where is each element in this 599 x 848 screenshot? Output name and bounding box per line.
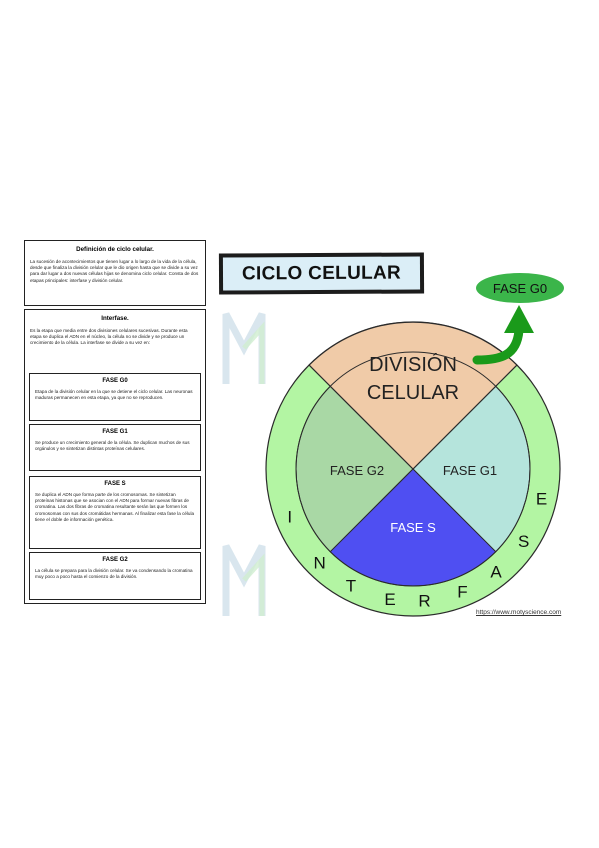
phase-g1-title: FASE G1 xyxy=(102,429,128,435)
interfase-letter: I xyxy=(287,507,292,526)
interfase-letter: R xyxy=(418,592,430,611)
interphase-title: Interfase. xyxy=(101,315,129,322)
arrow-head-icon xyxy=(504,305,534,333)
division-label-line2: CELULAR xyxy=(367,382,459,404)
phase-g0-title: FASE G0 xyxy=(102,378,128,384)
definition-box: Definición de ciclo celular. La sucesión… xyxy=(24,240,206,306)
interfase-letters: I N T E R F AS E xyxy=(287,490,547,611)
source-url: https://www.motyscience.com xyxy=(476,609,562,616)
phase-s-text: Se duplica el ADN que forma parte de los… xyxy=(35,492,195,522)
phase-s-title: FASE S xyxy=(104,481,126,487)
s-label: FASE S xyxy=(390,520,436,535)
interfase-letter: T xyxy=(346,577,356,596)
sector-division xyxy=(308,321,518,470)
phase-g1-text: Se produce un crecimiento general de la … xyxy=(35,440,190,452)
interfase-letter: E xyxy=(384,590,395,609)
phase-g2-text: La célula se prepara para la división ce… xyxy=(35,568,193,580)
phase-g2-title: FASE G2 xyxy=(102,557,128,563)
interfase-letter: S xyxy=(518,532,529,551)
inner-circle-outline xyxy=(295,351,531,587)
phase-box-g2: FASE G2 La célula se prepara para la div… xyxy=(29,552,201,600)
interphase-text: Es la etapa que media entre dos division… xyxy=(30,328,188,346)
g1-label: FASE G1 xyxy=(443,463,497,478)
watermark-logo-icon xyxy=(222,312,266,384)
interfase-letter: A xyxy=(490,563,502,582)
g0-ellipse xyxy=(476,273,564,303)
g0-label: FASE G0 xyxy=(493,281,547,296)
interfase-letter: F xyxy=(457,582,467,601)
phase-g0-text: Etapa de la división celular en la que s… xyxy=(35,389,193,401)
watermark-logo-icon xyxy=(222,544,266,616)
phase-box-g0: FASE G0 Etapa de la división celular en … xyxy=(29,373,201,421)
division-label-line1: DIVISIÓN xyxy=(369,353,457,376)
g2-label: FASE G2 xyxy=(330,463,384,478)
phase-box-g1: FASE G1 Se produce un crecimiento genera… xyxy=(29,424,201,471)
definition-title: Definición de ciclo celular. xyxy=(76,246,154,253)
interfase-letter: E xyxy=(536,490,547,509)
interfase-letter: N xyxy=(314,553,326,572)
phase-box-s: FASE S Se duplica el ADN que forma parte… xyxy=(29,476,201,549)
definition-text: La sucesión de acontecimientos que tiene… xyxy=(30,259,199,283)
exit-arrow-icon xyxy=(472,325,524,365)
